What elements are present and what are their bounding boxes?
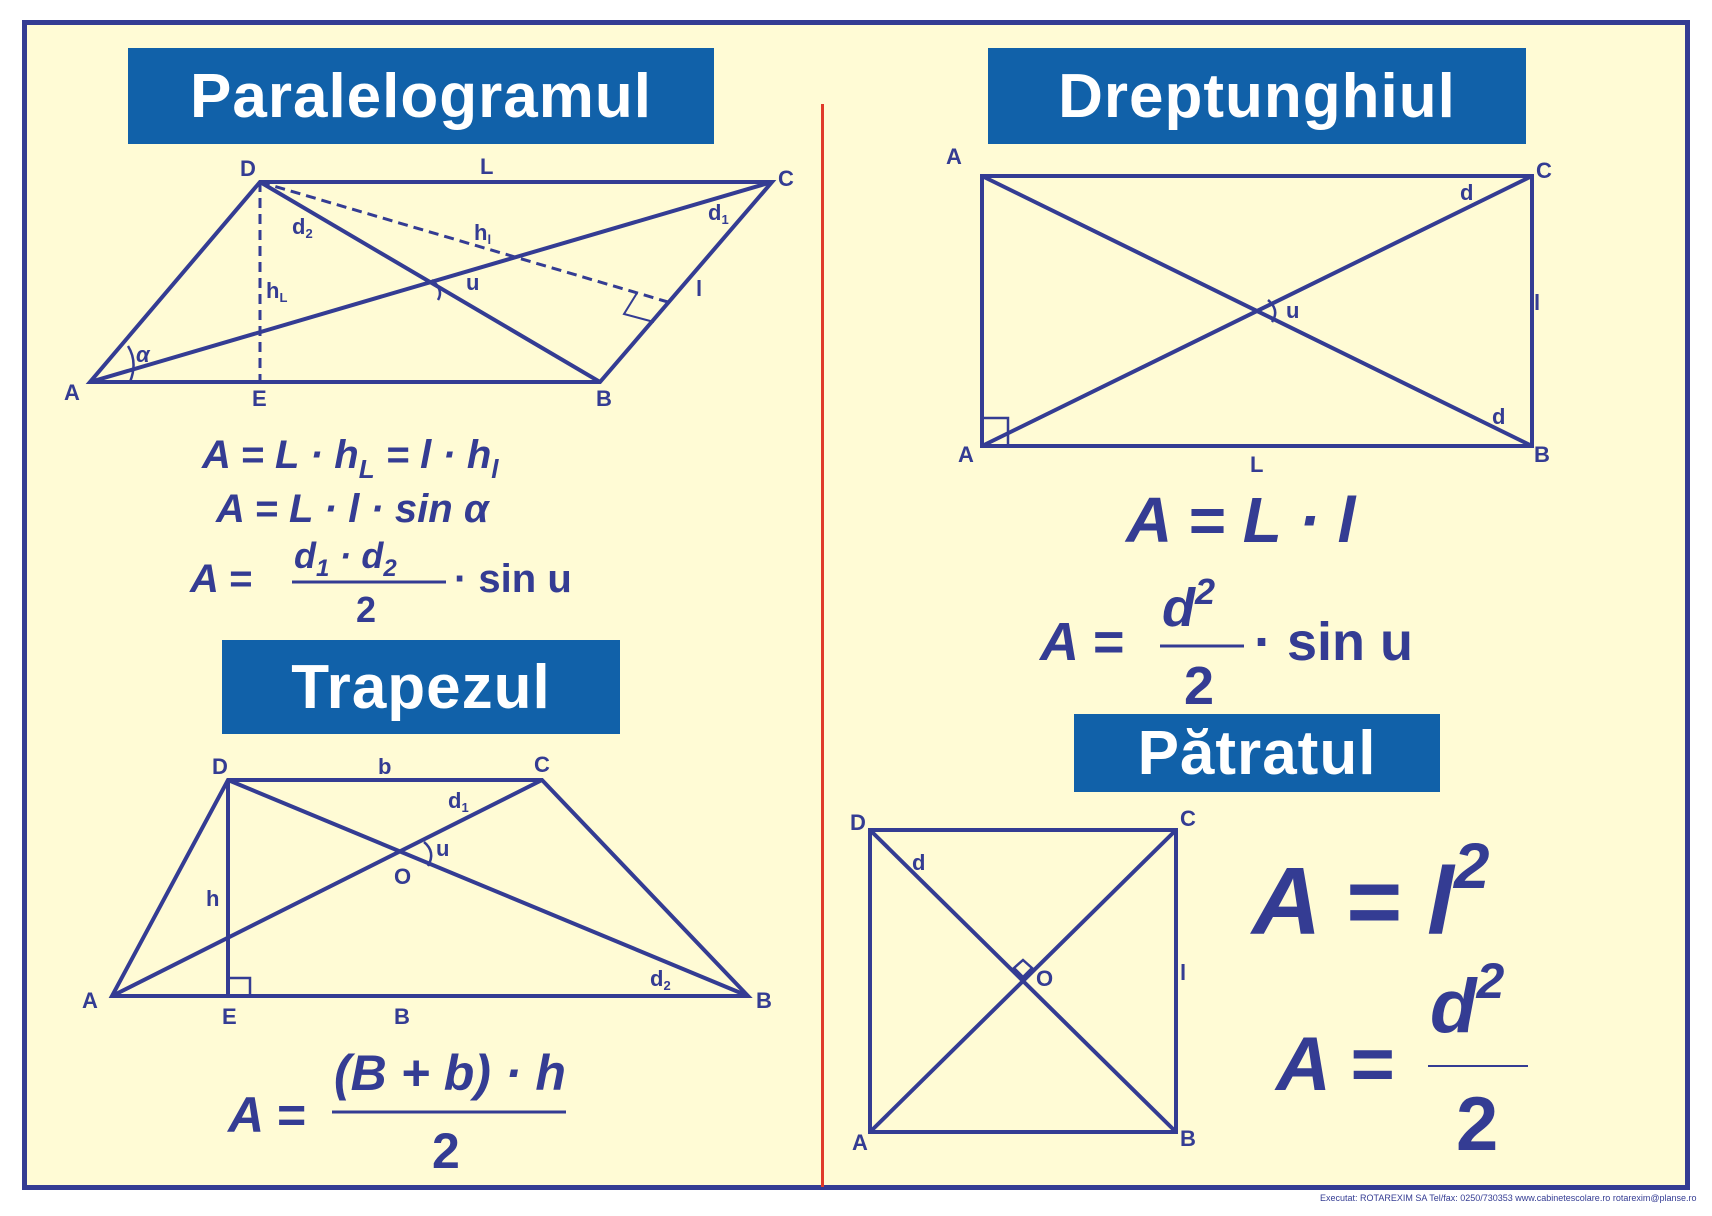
title-square: Pătratul [1074,714,1440,792]
vertex-label: A [82,988,98,1013]
trapezoid-figure [108,778,753,998]
vertex-label: A [64,380,80,405]
column-divider [821,104,824,1187]
vertex-label: E [252,386,267,411]
parallelogram-angle-alpha-arc [126,345,135,383]
title-trapezoid: Trapezul [222,640,620,734]
center-label-O: O [394,864,411,889]
formula-square-diag-denominator: 2 [1456,1082,1498,1167]
formula-trapezoid-denominator: 2 [432,1123,460,1179]
formula-area-diagonals-denominator: 2 [356,589,376,630]
vertex-label: C [1180,806,1196,831]
vertex-label: C [778,166,794,191]
parallelogram-labels: A B C D E L l hL hl d1 d2 u α [64,154,794,411]
height-label-hL: hL [266,278,287,305]
formula-area-sides-angle: A = L · l · sin α [215,487,491,531]
trapezoid-diagonal-d1 [111,778,543,998]
base-label-B: B [394,1004,410,1029]
angle-label-u: u [1286,298,1299,323]
vertex-label: D [212,754,228,779]
diagonal-label-d1: d1 [708,200,729,227]
square-labels: A B C D O d l [850,806,1196,1155]
rectangle-shape [980,174,1534,448]
angle-label-u: u [436,836,449,861]
vertex-label: B [1180,1126,1196,1151]
parallelogram-figure [85,180,777,384]
side-label-L: L [480,154,493,179]
formula-area-heights: A = L · hL = l · hl [201,433,499,484]
trapezoid-right-angle-mark [226,976,252,998]
height-label-h: h [206,886,219,911]
parallelogram-formulas: A = L · hL = l · hl A = L · l · sin α A … [189,433,572,630]
angle-label-alpha: α [136,342,151,367]
vertex-label: E [222,1004,237,1029]
formula-area-diagonals-numerator: d1 · d2 [294,535,397,582]
base-label-b: b [378,754,391,779]
rectangle-angle-u-arc [1267,299,1277,323]
vertex-label: A [946,144,962,169]
trapezoid-formulas: A = (B + b) · h 2 [226,1045,566,1179]
vertex-label: B [756,988,772,1013]
vertex-label: D [240,156,256,181]
vertex-label: D [850,810,866,835]
vertex-label: C [1536,158,1552,183]
diagonal-label-d2: d2 [650,966,671,993]
formula-square-side: A = l2 [1250,830,1489,955]
side-label-L: L [1250,452,1263,477]
height-label-hl: hl [474,220,491,247]
title-rectangle: Dreptunghiul [988,48,1526,144]
formula-rect-diag-lhs: A = [1038,612,1124,672]
vertex-label: A [852,1130,868,1155]
center-label-O: O [1036,966,1053,991]
formula-square-diag-numerator: d2 [1430,953,1504,1049]
formula-area-diagonals-lhs: A = [189,557,252,601]
diagonal-label-bottom: d [1492,404,1505,429]
rectangle-formulas: A = L · l A = d2 2 · sin u [1038,484,1413,716]
side-label-l: l [696,276,702,301]
trapezoid-diagonal-d2 [227,778,749,998]
trapezoid-angle-u-arc [423,841,433,867]
formula-trapezoid-numerator: (B + b) · h [334,1045,566,1101]
formula-square-diag-lhs: A = [1274,1022,1394,1107]
diagonal-label-d1: d1 [448,788,469,815]
parallelogram-diagonal-d2 [258,180,602,384]
vertex-label: A [958,442,974,467]
square-formulas: A = l2 A = d2 2 [1250,830,1528,1167]
formula-area-rectangle: A = L · l [1124,484,1357,556]
angle-label-u: u [466,270,479,295]
formula-trapezoid-lhs: A = [226,1087,305,1143]
vertex-label: C [534,752,550,777]
rectangle-labels: A A B C d d l L u [946,144,1552,477]
square-shape [868,828,1178,1134]
formula-rect-diag-numerator: d2 [1162,571,1215,638]
parallelogram-angle-u-arc [431,279,442,301]
vertex-label: B [1534,442,1550,467]
formula-rect-diag-denominator: 2 [1184,656,1214,716]
rectangle-right-angle-mark [980,416,1010,448]
parallelogram-right-angle-mark [622,292,655,323]
vertex-label: B [596,386,612,411]
diagonal-label-d: d [912,850,925,875]
diagonal-label-d2: d2 [292,214,313,241]
square-figure [868,828,1178,1134]
rectangle-diagonal-2 [981,174,1533,448]
side-label-l: l [1180,960,1186,985]
square-diagonal-2 [868,828,1178,1134]
diagonal-label-top: d [1460,180,1473,205]
title-parallelogram: Paralelogramul [128,48,714,144]
trapezoid-labels: A B C D E O b B h u d1 d2 [82,752,772,1029]
footer-credits: Executat: ROTAREXIM SA Tel/fax: 0250/730… [1320,1193,1697,1203]
square-right-angle-mark [1012,958,1034,979]
parallelogram-height-hl [259,180,669,304]
formula-rect-diag-rhs: · sin u [1254,612,1413,672]
formula-area-diagonals-rhs: · sin u [454,557,572,601]
rectangle-figure [980,174,1534,448]
side-label-l: l [1534,290,1540,315]
